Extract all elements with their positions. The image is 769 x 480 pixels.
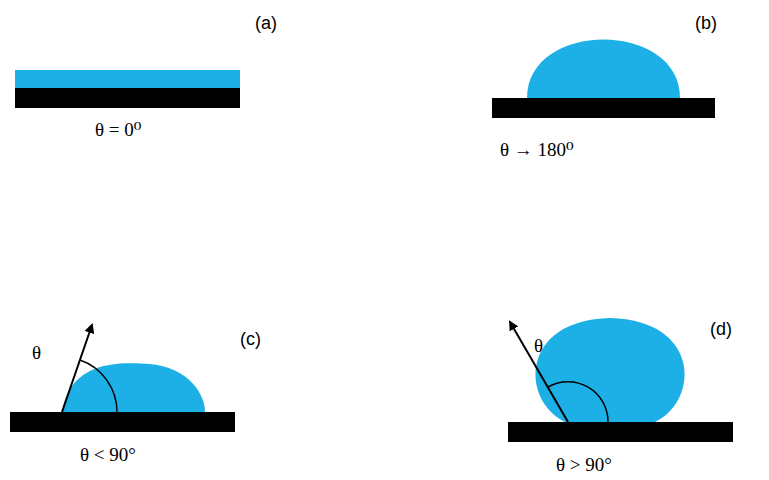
angle-value: θ < 90° <box>80 445 136 466</box>
angle-value: θ > 90° <box>556 455 612 476</box>
substrate <box>508 422 733 442</box>
tangent-arrow <box>510 322 568 422</box>
liquid-drop <box>62 363 205 412</box>
substrate <box>15 88 240 108</box>
substrate <box>10 412 235 432</box>
substrate <box>492 98 715 118</box>
panel-letter: (a) <box>255 14 277 34</box>
angle-arc <box>80 360 117 412</box>
angle-symbol: θ <box>32 343 41 364</box>
angle-symbol: θ <box>534 336 543 357</box>
panel-letter: (c) <box>240 330 261 350</box>
angle-value: θ = 0⁰ <box>95 120 141 141</box>
panel-letter: (d) <box>710 320 732 340</box>
angle-arc <box>548 382 608 422</box>
panel-letter: (b) <box>695 14 717 34</box>
liquid-drop <box>527 40 680 99</box>
angle-value: θ → 180⁰ <box>500 140 574 161</box>
liquid-film <box>15 70 240 88</box>
tangent-arrow <box>62 325 92 412</box>
